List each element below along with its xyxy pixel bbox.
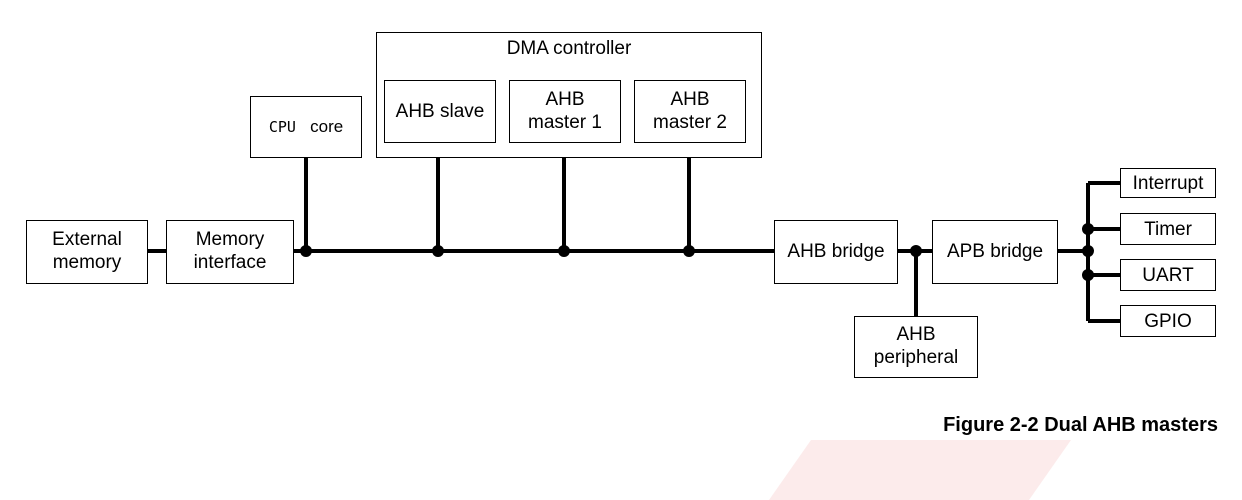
label-line: Memory — [195, 229, 265, 250]
label-line: peripheral — [873, 347, 959, 368]
cpu-core-block — [250, 96, 362, 158]
interrupt-block — [1120, 168, 1216, 198]
label-line: master 2 — [653, 112, 727, 133]
label-line: master 1 — [528, 112, 602, 133]
ahb-master-2-label: AHB master 2 — [634, 88, 746, 134]
bus-connections — [148, 143, 1120, 323]
junction-dot — [432, 245, 444, 257]
cpu-core-label: CPU core — [250, 115, 362, 139]
junction-dot — [1082, 245, 1094, 257]
junction-dot — [1082, 269, 1094, 281]
gpio-block — [1120, 305, 1216, 337]
ahb-master-1-block — [509, 80, 621, 143]
apb-bridge-block — [932, 220, 1058, 284]
ahb-peripheral-block — [854, 316, 978, 378]
dma-controller-label: DMA controller — [506, 38, 632, 59]
timer-label: Timer — [1144, 219, 1192, 240]
label-line: AHB — [896, 324, 936, 345]
memory-interface-label: Memory interface — [166, 228, 294, 274]
label-line: memory — [52, 252, 122, 273]
label-line: AHB — [670, 89, 710, 110]
external-memory-label: External memory — [26, 228, 148, 274]
ahb-bridge-block — [774, 220, 898, 284]
gpio-label: GPIO — [1144, 311, 1192, 332]
label-line: interface — [193, 252, 267, 273]
ahb-slave-label: AHB slave — [395, 101, 485, 122]
label-part: CPU — [268, 118, 296, 136]
uart-block — [1120, 259, 1216, 291]
ahb-slave-block — [384, 80, 496, 143]
junction-dot — [558, 245, 570, 257]
ahb-bridge-label: AHB bridge — [787, 241, 885, 262]
uart-label: UART — [1142, 265, 1194, 286]
label-line: AHB — [545, 89, 585, 110]
ahb-master-1-label: AHB master 1 — [509, 88, 621, 134]
ahb-master-2-block — [634, 80, 746, 143]
timer-block — [1120, 213, 1216, 245]
junction-dot — [910, 245, 922, 257]
junction-dot — [300, 245, 312, 257]
memory-interface-block — [166, 220, 294, 284]
interrupt-label: Interrupt — [1132, 173, 1204, 194]
apb-bridge-label: APB bridge — [946, 241, 1044, 262]
ahb-peripheral-label: AHB peripheral — [854, 323, 978, 369]
junction-dot — [683, 245, 695, 257]
label-line: External — [52, 229, 122, 250]
label-part: core — [310, 117, 344, 136]
junction-dot — [1082, 223, 1094, 235]
external-memory-block — [26, 220, 148, 284]
figure-caption: Figure 2-2 Dual AHB masters — [943, 414, 1218, 436]
